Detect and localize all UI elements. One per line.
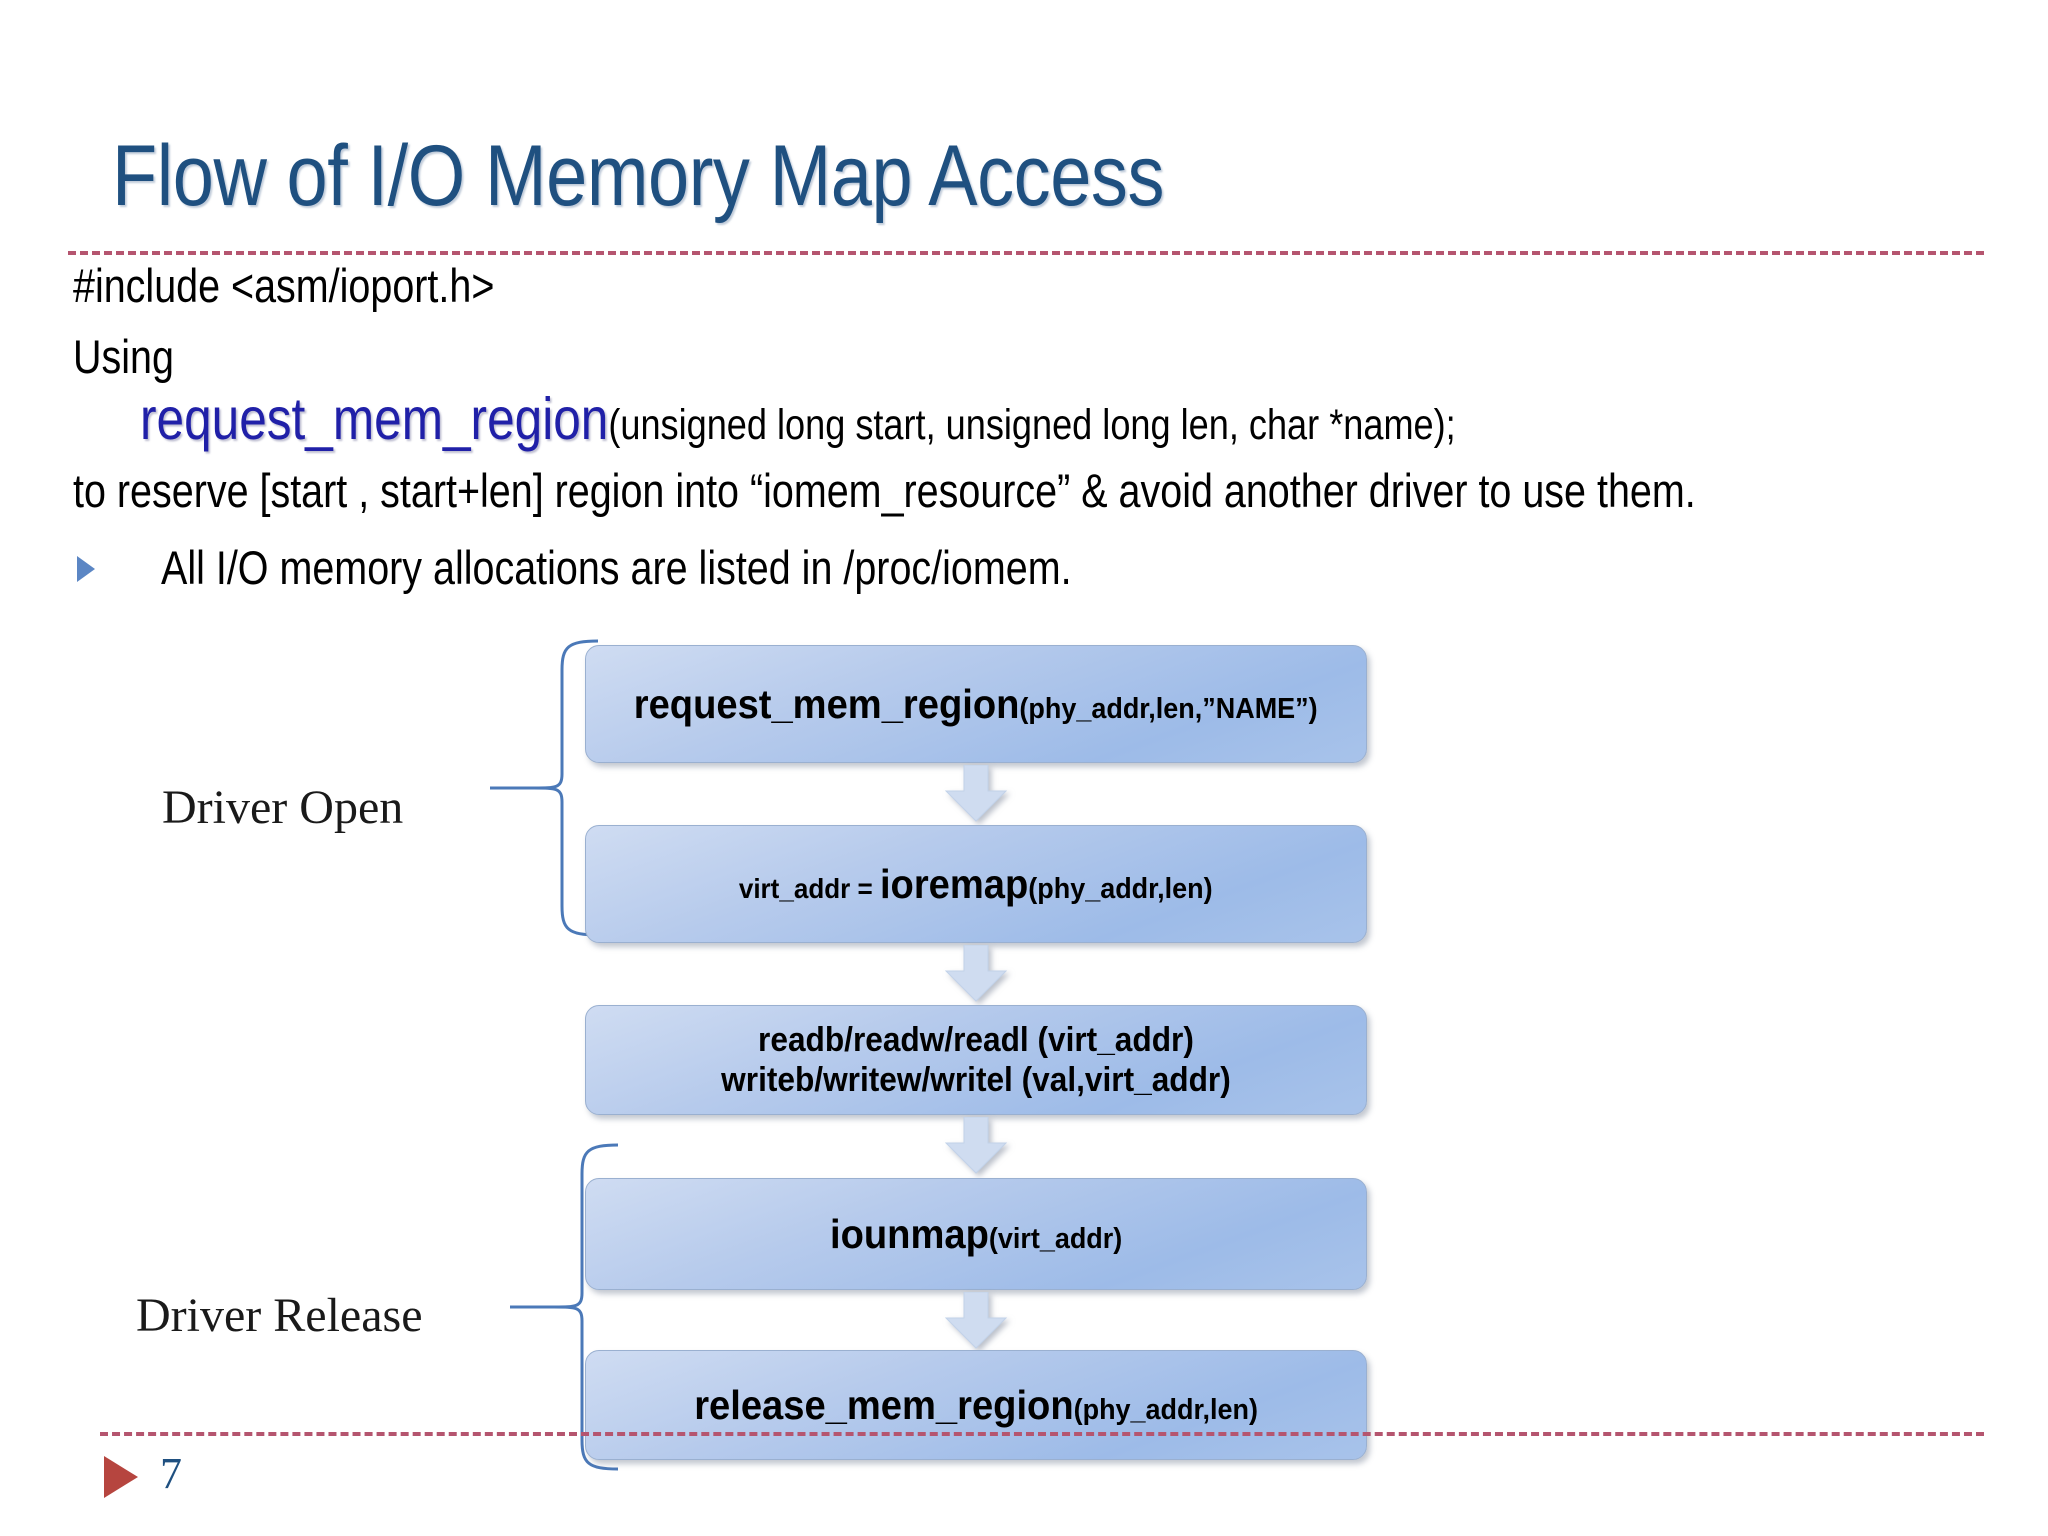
node-2-function: ioremap (880, 860, 1029, 907)
group-label-driver-open: Driver Open (162, 781, 404, 834)
bullet-item-label: All I/O memory allocations are listed in… (161, 541, 1072, 594)
node-5-function: release_mem_region (694, 1381, 1074, 1428)
triangle-bullet-icon (77, 556, 95, 582)
node-3-line-1: readb/readw/readl (virt_addr) (758, 1020, 1194, 1059)
footer-divider-rule (100, 1432, 1984, 1436)
brace-driver-release (510, 1143, 619, 1471)
flow-arrow-down-icon-2 (944, 945, 1008, 1002)
flow-node-label: readb/readw/readl (virt_addr) writeb/wri… (721, 1020, 1231, 1100)
flow-arrow-down-icon-1 (944, 765, 1008, 822)
flowchart: request_mem_region(phy_addr,len,”NAME”) … (585, 645, 1367, 1495)
flow-node-label: request_mem_region(phy_addr,len,”NAME”) (634, 680, 1318, 728)
flow-node-label: release_mem_region(phy_addr,len) (694, 1381, 1258, 1429)
flow-node-release-mem-region[interactable]: release_mem_region(phy_addr,len) (585, 1350, 1367, 1460)
function-signature: request_mem_region(unsigned long start, … (140, 385, 1456, 453)
node-5-args: (phy_addr,len) (1073, 1393, 1258, 1426)
flow-node-read-write[interactable]: readb/readw/readl (virt_addr) writeb/wri… (585, 1005, 1367, 1115)
footer-triangle-icon (104, 1456, 138, 1498)
flow-arrow-down-icon-3 (944, 1117, 1008, 1174)
node-1-args: (phy_addr,len,”NAME”) (1019, 692, 1318, 725)
title-divider-rule (68, 251, 1984, 255)
flow-arrow-down-icon-4 (944, 1292, 1008, 1349)
node-2-prefix: virt_addr = (739, 872, 881, 904)
node-4-function: iounmap (829, 1210, 989, 1257)
node-2-args: (phy_addr,len) (1028, 872, 1213, 905)
flow-node-request-mem-region[interactable]: request_mem_region(phy_addr,len,”NAME”) (585, 645, 1367, 763)
group-label-driver-release: Driver Release (136, 1289, 423, 1342)
flow-node-label: iounmap(virt_addr) (830, 1210, 1122, 1258)
using-label: Using (73, 330, 174, 383)
include-statement: #include <asm/ioport.h> (73, 259, 495, 312)
node-1-function: request_mem_region (634, 680, 1020, 727)
signature-function-name: request_mem_region (140, 386, 609, 452)
page-title: Flow of I/O Memory Map Access (112, 128, 1165, 224)
flow-node-iounmap[interactable]: iounmap(virt_addr) (585, 1178, 1367, 1290)
brace-driver-open (490, 639, 599, 937)
signature-arguments: (unsigned long start, unsigned long len,… (608, 401, 1456, 449)
flow-node-label: virt_addr = ioremap(phy_addr,len) (739, 860, 1213, 908)
page-number: 7 (160, 1449, 182, 1498)
bullet-list-item: All I/O memory allocations are listed in… (73, 540, 1245, 595)
reserve-description: to reserve [start , start+len] region in… (73, 464, 1696, 517)
node-4-args: (virt_addr) (988, 1222, 1123, 1255)
flow-node-ioremap[interactable]: virt_addr = ioremap(phy_addr,len) (585, 825, 1367, 943)
node-3-line-2: writeb/writew/writel (val,virt_addr) (721, 1061, 1231, 1099)
